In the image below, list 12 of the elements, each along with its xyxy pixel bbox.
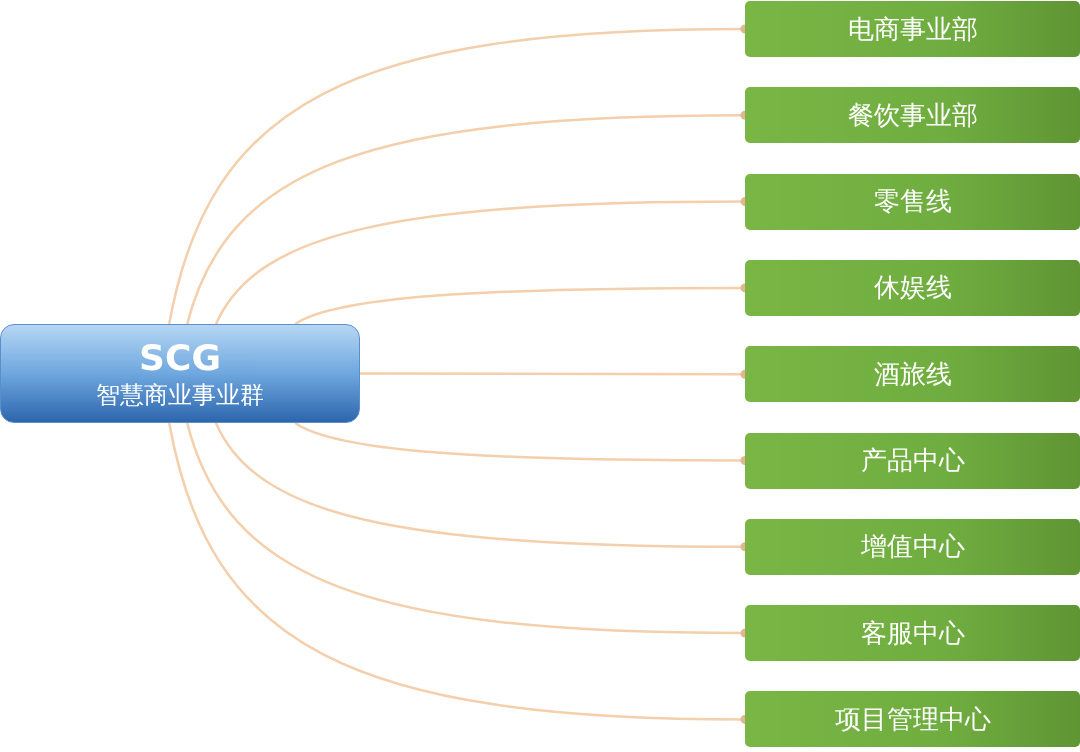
- department-box: 电商事业部: [745, 1, 1080, 57]
- group-box: [0, 324, 360, 423]
- group-subtitle: 智慧商业事业群: [96, 379, 264, 411]
- department-box: 客服中心: [745, 605, 1080, 662]
- department-box: 增值中心: [745, 518, 1080, 575]
- department-box: 酒旅线: [745, 346, 1080, 403]
- department-box: 休娱线: [745, 259, 1080, 316]
- department-box: 零售线: [745, 173, 1080, 230]
- department-box: 产品中心: [745, 432, 1080, 489]
- group-title: SCG: [139, 336, 221, 379]
- department-box: 餐饮事业部: [745, 87, 1080, 144]
- department-box: 项目管理中心: [745, 691, 1080, 748]
